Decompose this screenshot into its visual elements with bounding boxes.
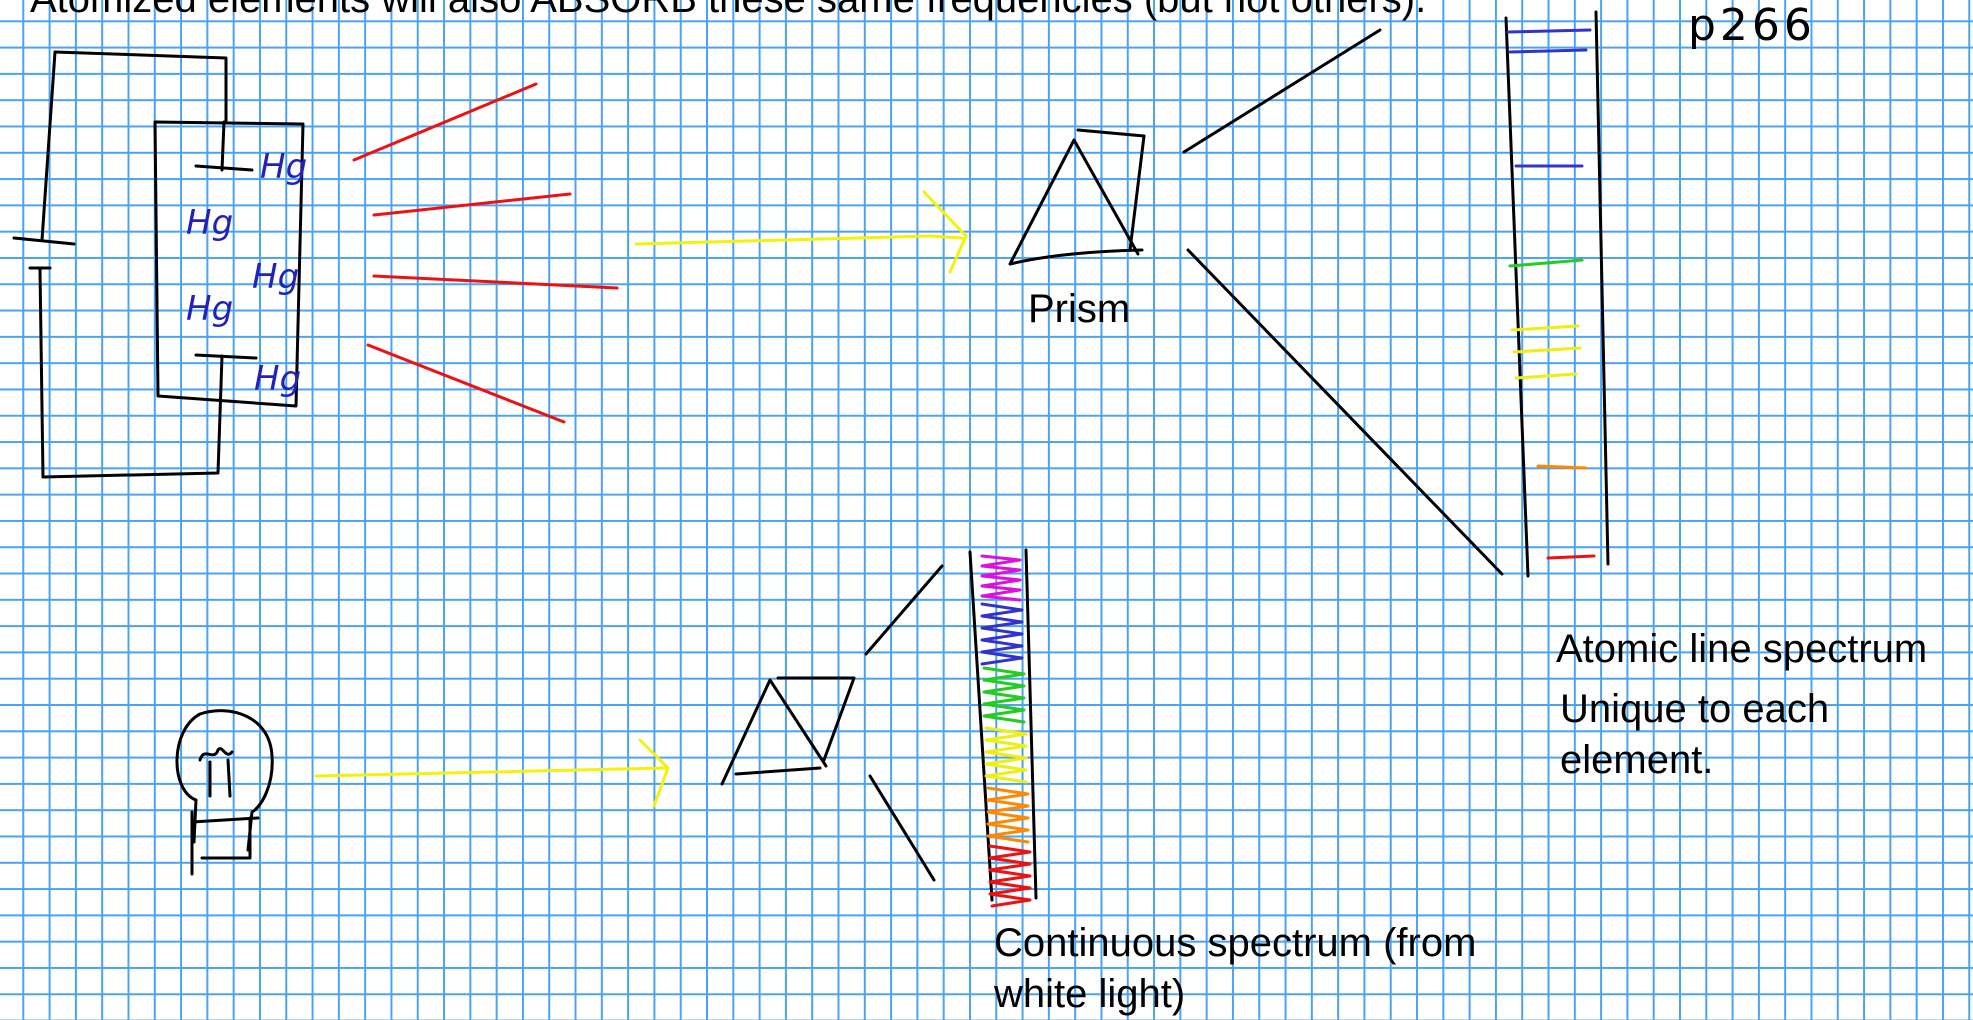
element-label: Hg xyxy=(260,147,307,187)
element-label: Hg xyxy=(186,289,233,329)
dispersed-ray xyxy=(868,774,936,882)
dispersed-ray xyxy=(1186,248,1504,576)
bulb-icon xyxy=(175,709,274,852)
element-label: Hg xyxy=(186,203,233,243)
spectrum-band-violet xyxy=(980,554,1022,602)
filament-icon xyxy=(198,747,234,798)
circuit-wire-bottom xyxy=(38,268,224,479)
circuit-wire xyxy=(53,50,228,172)
electrode-top xyxy=(194,164,254,172)
element-labels: Hg Hg Hg Hg Hg xyxy=(186,147,307,399)
page-reference: p266 xyxy=(1688,0,1816,51)
element-label: Hg xyxy=(254,359,301,399)
atomic-spectrum-title: Atomic line spectrum xyxy=(1556,627,1928,671)
spectrum-border-left xyxy=(1504,16,1530,578)
light-beam-bottom xyxy=(314,738,670,808)
spectrum-band-blue xyxy=(980,602,1024,666)
dispersed-ray xyxy=(864,564,944,656)
dispersed-ray xyxy=(1182,28,1382,154)
spectrum-band-yellow xyxy=(984,726,1028,784)
spectral-line xyxy=(1512,346,1582,354)
spectrum-border-left xyxy=(968,550,994,902)
circuit-wire-left xyxy=(40,50,57,242)
spectrum-band-green xyxy=(982,666,1026,724)
spectral-line xyxy=(1508,258,1584,268)
emission-ray xyxy=(352,82,538,162)
light-beam-top xyxy=(634,190,968,274)
atomic-spectrum-description: Unique to each element. xyxy=(1560,687,1830,783)
header-text: Atomized elements will also ABSORB these… xyxy=(30,0,1426,25)
prism-label: Prism xyxy=(1028,287,1131,331)
bulb-base-icon xyxy=(190,810,252,876)
emission-ray xyxy=(372,192,572,217)
emission-rays xyxy=(352,82,619,424)
light-bulb xyxy=(175,709,274,876)
element-label: Hg xyxy=(252,257,299,297)
continuous-spectrum-label: Continuous spectrum (from white light) xyxy=(994,921,1477,1017)
light-beam xyxy=(634,234,964,246)
prism-icon xyxy=(1008,128,1146,266)
spectral-line xyxy=(1510,324,1580,332)
arrow-head-icon xyxy=(922,190,968,274)
prism-icon xyxy=(720,676,856,786)
spectrum-border-right xyxy=(1024,548,1038,900)
spectral-line xyxy=(1508,48,1588,54)
electrode-bottom xyxy=(194,353,258,360)
spectral-line xyxy=(1546,554,1596,560)
spectral-line xyxy=(1536,464,1588,470)
battery-icon xyxy=(12,236,76,270)
emission-ray xyxy=(366,343,566,424)
continuous-spectrum xyxy=(968,548,1038,908)
gas-tube xyxy=(153,120,305,408)
spectrum-border-right xyxy=(1594,10,1610,566)
atomic-line-spectrum xyxy=(1504,10,1610,578)
spectral-line xyxy=(1506,28,1592,34)
arrow-head-icon xyxy=(638,738,670,808)
prism-bottom xyxy=(720,564,944,882)
spectrum-band-red xyxy=(988,844,1032,908)
prism-top xyxy=(1008,28,1504,576)
light-beam xyxy=(314,766,668,778)
spectral-line xyxy=(1514,372,1578,380)
emission-ray xyxy=(372,274,619,290)
discharge-circuit xyxy=(12,50,305,479)
spectrum-band-orange xyxy=(986,786,1030,844)
